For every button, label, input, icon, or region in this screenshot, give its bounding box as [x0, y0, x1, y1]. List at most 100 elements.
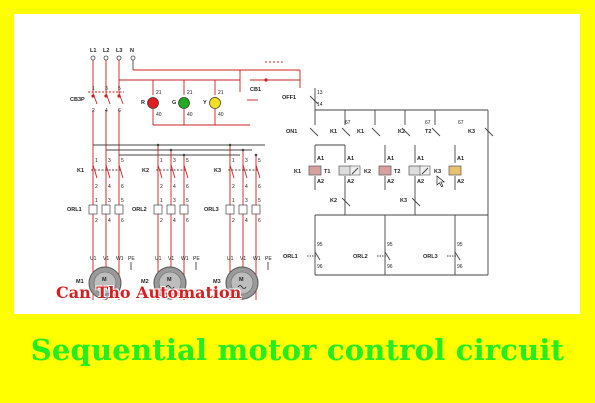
contactor-contact — [242, 164, 248, 179]
coil-T2 — [408, 165, 422, 176]
pole-number: 2 — [92, 108, 95, 114]
pin: 67 — [458, 120, 464, 126]
coil-pin: A2 — [457, 179, 464, 185]
pole-number: 4 — [105, 108, 108, 114]
contactor-label-K2: K2 — [142, 168, 149, 174]
pole-number: 1 — [232, 158, 235, 164]
coil-pin: A1 — [387, 156, 394, 162]
terminal-label: PE — [193, 256, 200, 262]
junction-dot — [241, 148, 245, 152]
pole-number: 2 — [95, 184, 98, 190]
pole-number: 5 — [121, 198, 124, 204]
motor-inner — [158, 271, 182, 295]
line-label-L1: L1 — [90, 48, 96, 54]
contactor-contact — [157, 164, 163, 179]
mouse-cursor-icon — [436, 175, 446, 188]
terminal-L3 — [116, 55, 122, 61]
motor-ac-icon — [237, 285, 247, 289]
overload-element — [88, 204, 98, 215]
line-label-L3: L3 — [116, 48, 122, 54]
terminal-L2 — [103, 55, 109, 61]
pole-number: 4 — [108, 184, 111, 190]
coil-label-T2: T2 — [394, 169, 400, 175]
motor-ac-icon — [165, 285, 175, 289]
pole-number: 6 — [118, 108, 121, 114]
pole-number: 1 — [92, 86, 95, 92]
coil-pin: A2 — [387, 179, 394, 185]
contactor-contact — [105, 164, 111, 179]
terminal-label: U1 — [227, 256, 234, 262]
lamp-Y — [209, 97, 221, 109]
contact — [401, 127, 411, 137]
overload-label-ORL2: ORL2 — [132, 207, 147, 213]
contactor-contact — [92, 164, 98, 179]
breaker-dot — [117, 94, 121, 98]
contactor-label-K3: K3 — [214, 168, 221, 174]
pole-number: 1 — [232, 198, 235, 204]
overload-switch — [384, 251, 391, 261]
seal-contact-label: K1 — [330, 129, 337, 135]
overload-switch — [314, 251, 321, 261]
overload-switch — [454, 251, 461, 261]
line-label-L2: L2 — [103, 48, 109, 54]
watermark-text: Can Tho Automation — [56, 283, 242, 302]
contactor-contact — [170, 164, 176, 179]
overload-label-ORL3: ORL3 — [204, 207, 219, 213]
seal-contact — [341, 127, 351, 137]
pole-number: 3 — [173, 158, 176, 164]
pole-number: 5 — [258, 198, 261, 204]
pole-number: 3 — [245, 158, 248, 164]
pole-number: 5 — [258, 158, 261, 164]
motor-symbol: M — [167, 277, 172, 283]
coil-K3 — [448, 165, 462, 176]
contact — [484, 127, 494, 137]
junction-dot — [228, 143, 232, 147]
coil-pin: A1 — [347, 156, 354, 162]
coil-label-K2: K2 — [364, 169, 371, 175]
lamp-G — [178, 97, 190, 109]
pole-number: 4 — [245, 184, 248, 190]
line-label-N: N — [130, 48, 134, 54]
lamp-R — [147, 97, 159, 109]
coil-K2 — [378, 165, 392, 176]
coil-pin: A2 — [347, 179, 354, 185]
pin: 67 — [345, 120, 351, 126]
on-button-label: ON1 — [286, 129, 297, 135]
breaker-label: CB3P — [70, 97, 85, 103]
coil-K1 — [308, 165, 322, 176]
coil-pin: A2 — [317, 179, 324, 185]
pole-number: 3 — [245, 198, 248, 204]
pin: 96 — [457, 264, 463, 270]
coil-pin: A1 — [317, 156, 324, 162]
interlock-label: K2 — [330, 198, 337, 204]
lamp-pin: 40 — [156, 112, 162, 118]
motor-ac-icon — [100, 285, 110, 289]
overload-label-ORL1: ORL1 — [67, 207, 82, 213]
terminal-label: W1 — [181, 256, 189, 262]
fuse-dot — [264, 78, 268, 82]
pole-number: 5 — [186, 158, 189, 164]
coil-pin: A1 — [417, 156, 424, 162]
motor-label-M3: M3 — [213, 279, 221, 285]
overload-element — [251, 204, 261, 215]
contact-label: T2 — [425, 129, 431, 135]
terminal-label: V1 — [103, 256, 109, 262]
pole-number: 2 — [232, 218, 235, 224]
contactor-contact — [183, 164, 189, 179]
motor-inner — [93, 271, 117, 295]
on-contact — [309, 127, 319, 137]
pin: 13 — [317, 90, 323, 96]
lamp-pin: 21 — [218, 90, 224, 96]
breaker-dot — [91, 94, 95, 98]
interlock-label: K3 — [400, 198, 407, 204]
lamp-label: G — [172, 100, 176, 106]
junction-dot — [169, 148, 173, 152]
pole-number: 6 — [121, 218, 124, 224]
coil-pin: A2 — [417, 179, 424, 185]
interlock-contact — [341, 197, 351, 207]
lamp-label: R — [141, 100, 145, 106]
contact-label: K1 — [357, 129, 364, 135]
overload-element — [179, 204, 189, 215]
overload-element — [225, 204, 235, 215]
motor-symbol: M — [102, 277, 107, 283]
